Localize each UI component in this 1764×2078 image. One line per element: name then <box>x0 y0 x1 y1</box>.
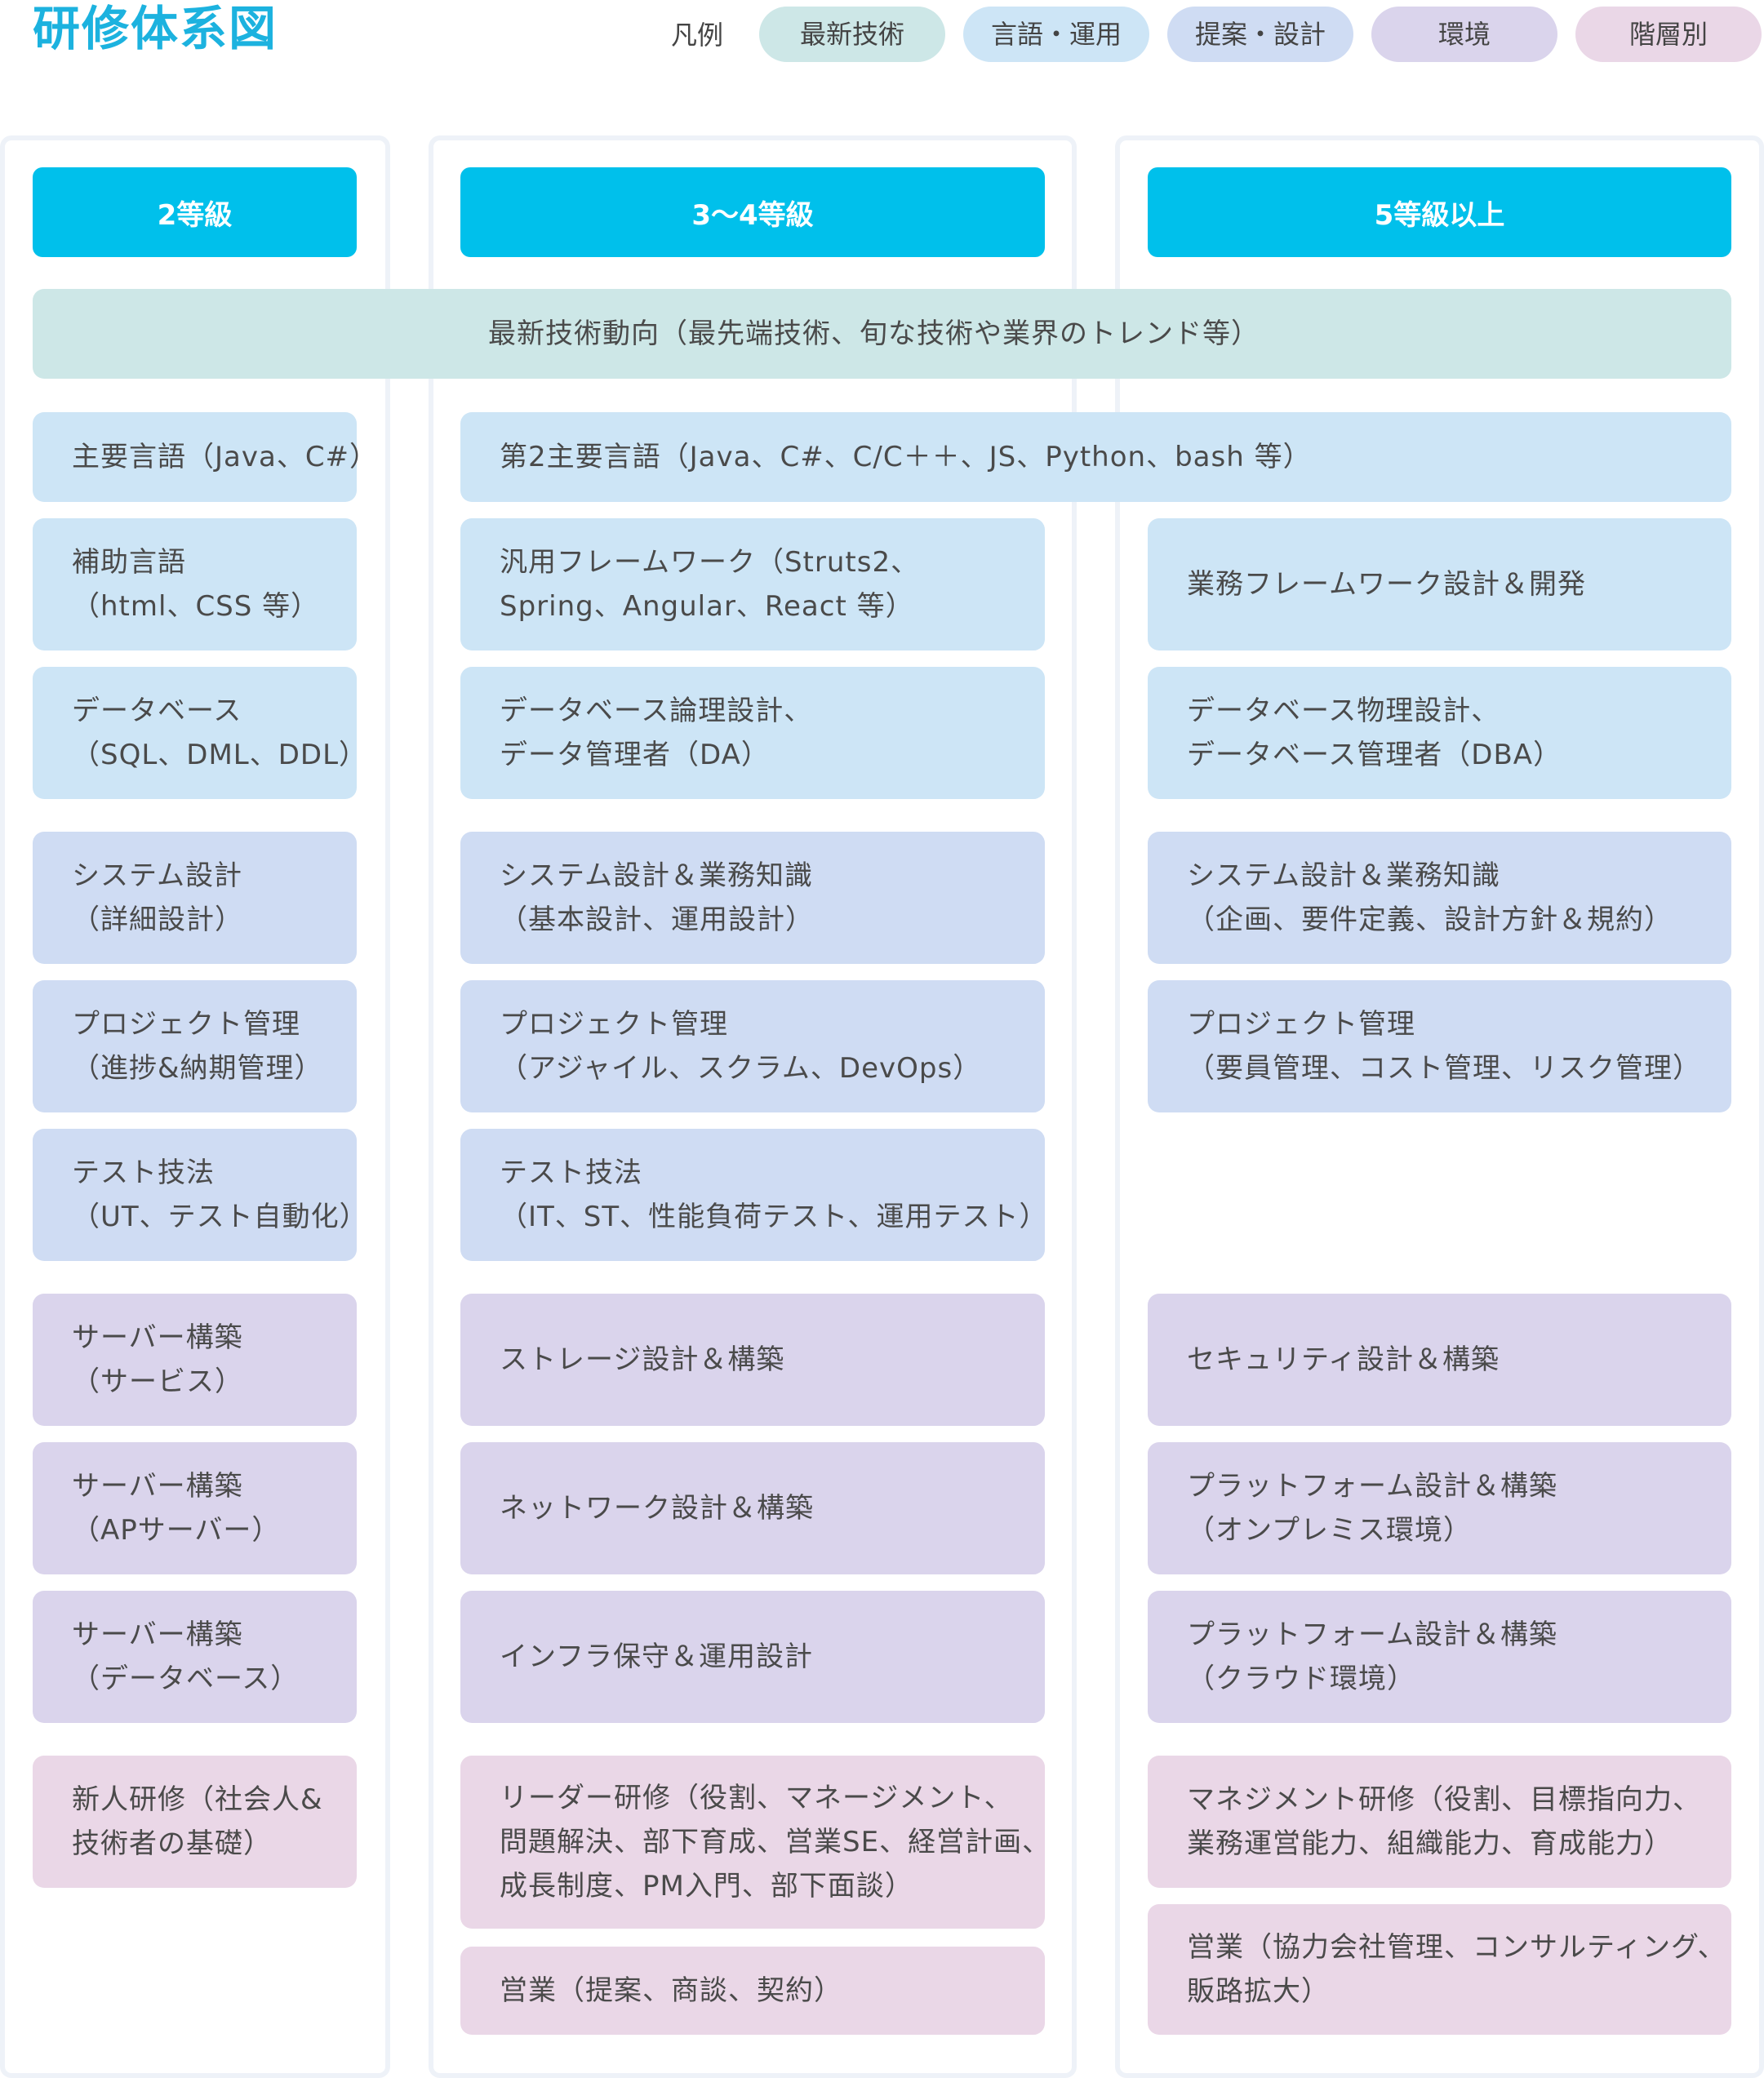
box-line: プラットフォーム設計＆構築 <box>1187 1470 1557 1503</box>
box-line: 営業（協力会社管理、コンサルティング、 <box>1187 1931 1726 1964</box>
box-line: 業務運営能力、組織能力、育成能力） <box>1187 1827 1673 1860</box>
legend-label: 凡例 <box>671 20 724 51</box>
grade5-platform-cloud: プラットフォーム設計＆構築 （クラウド環境） <box>1148 1591 1731 1723</box>
box-line: 補助言語 <box>72 546 186 579</box>
box-line: 販路拡大） <box>1187 1975 1330 2008</box>
box-line: データベース物理設計、 <box>1187 695 1500 727</box>
grade2-database: データベース （SQL、DML、DDL） <box>33 667 368 799</box>
box-line: データベース論理設計、 <box>500 695 813 727</box>
box-line: （データベース） <box>72 1663 300 1695</box>
box-line: （基本設計、運用設計） <box>500 904 814 936</box>
grade34-system-design: システム設計＆業務知識 （基本設計、運用設計） <box>460 832 1045 964</box>
box-line: マネジメント研修（役割、目標指向力、 <box>1187 1783 1701 1816</box>
grade34-network-design: ネットワーク設計＆構築 <box>460 1442 1045 1574</box>
grade5-business-framework: 業務フレームワーク設計＆開発 <box>1148 518 1731 650</box>
grade2-system-design: システム設計 （詳細設計） <box>33 832 357 964</box>
box-line: 業務フレームワーク設計＆開発 <box>1187 568 1586 601</box>
grade34-db-logical-design: データベース論理設計、 データ管理者（DA） <box>460 667 1045 799</box>
box-line: 成長制度、PM入門、部下面談） <box>500 1870 913 1903</box>
box-line: （APサーバー） <box>72 1514 281 1547</box>
box-line: 主要言語（Java、C#） <box>72 441 379 473</box>
box-line: （進捗&納期管理） <box>72 1052 323 1085</box>
banner-text: 最新技術動向（最先端技術、旬な技術や業界のトレンド等） <box>488 317 1260 350</box>
grade2-main-language: 主要言語（Java、C#） <box>33 412 379 502</box>
box-line: インフラ保守＆運用設計 <box>500 1641 813 1673</box>
grade2-server-ap: サーバー構築 （APサーバー） <box>33 1442 357 1574</box>
box-line: （サービス） <box>72 1365 243 1398</box>
box-line: 営業（提案、商談、契約） <box>500 1974 842 2007</box>
grade34-general-framework: 汎用フレームワーク（Struts2、 Spring、Angular、React … <box>460 518 1045 650</box>
box-line: システム設計＆業務知識 <box>1187 859 1500 892</box>
grade2-server-database: サーバー構築 （データベース） <box>33 1591 357 1723</box>
legend-by-level: 階層別 <box>1575 7 1762 62</box>
grade2-server-service: サーバー構築 （サービス） <box>33 1294 357 1426</box>
box-line: データベース <box>72 695 242 727</box>
box-line: 新人研修（社会人& <box>72 1783 323 1816</box>
legend-latest-tech: 最新技術 <box>759 7 945 62</box>
box-line: Spring、Angular、React 等） <box>500 590 914 623</box>
box-line: （SQL、DML、DDL） <box>72 739 368 771</box>
grade5-system-design: システム設計＆業務知識 （企画、要件定義、設計方針＆規約） <box>1148 832 1731 964</box>
grade34-leader-training: リーダー研修（役割、マネージメント、 問題解決、部下育成、営業SE、経営計画、 … <box>460 1756 1051 1929</box>
grade2-project-management: プロジェクト管理 （進捗&納期管理） <box>33 980 357 1112</box>
box-line: プラットフォーム設計＆構築 <box>1187 1618 1557 1651</box>
grade5-management-training: マネジメント研修（役割、目標指向力、 業務運営能力、組織能力、育成能力） <box>1148 1756 1731 1888</box>
grade34-second-main-language: 第2主要言語（Java、C#、C/C＋＋、JS、Python、bash 等） <box>460 412 1731 502</box>
box-line: テスト技法 <box>72 1157 215 1189</box>
box-line: システム設計 <box>72 859 242 892</box>
box-line: セキュリティ設計＆構築 <box>1187 1343 1500 1376</box>
latest-tech-trends-banner: 最新技術動向（最先端技術、旬な技術や業界のトレンド等） <box>33 289 1731 379</box>
grade5-platform-onprem: プラットフォーム設計＆構築 （オンプレミス環境） <box>1148 1442 1731 1574</box>
box-line: テスト技法 <box>500 1157 642 1189</box>
box-line: （要員管理、コスト管理、リスク管理） <box>1187 1052 1701 1085</box>
grade5-project-management: プロジェクト管理 （要員管理、コスト管理、リスク管理） <box>1148 980 1731 1112</box>
box-line: 技術者の基礎） <box>72 1827 272 1860</box>
grade5-sales: 営業（協力会社管理、コンサルティング、 販路拡大） <box>1148 1904 1731 2035</box>
grade2-new-hire-training: 新人研修（社会人& 技術者の基礎） <box>33 1756 357 1888</box>
box-line: （UT、テスト自動化） <box>72 1201 368 1233</box>
box-line: サーバー構築 <box>72 1618 243 1651</box>
box-line: （詳細設計） <box>72 904 243 936</box>
header-grade-3-4: 3〜4等級 <box>460 167 1045 257</box>
legend-language-operation: 言語・運用 <box>963 7 1149 62</box>
grade34-storage-design: ストレージ設計＆構築 <box>460 1294 1045 1426</box>
box-line: ストレージ設計＆構築 <box>500 1343 785 1376</box>
grade34-project-management: プロジェクト管理 （アジャイル、スクラム、DevOps） <box>460 980 1045 1112</box>
box-line: サーバー構築 <box>72 1470 243 1503</box>
legend-proposal-design: 提案・設計 <box>1167 7 1353 62</box>
box-line: （アジャイル、スクラム、DevOps） <box>500 1052 982 1085</box>
header-grade-2: 2等級 <box>33 167 357 257</box>
box-line: 問題解決、部下育成、営業SE、経営計画、 <box>500 1826 1051 1858</box>
box-line: システム設計＆業務知識 <box>500 859 813 892</box>
box-line: プロジェクト管理 <box>1187 1008 1415 1041</box>
box-line: （企画、要件定義、設計方針＆規約） <box>1187 904 1673 936</box>
box-line: （オンプレミス環境） <box>1187 1514 1472 1547</box>
box-line: （html、CSS 等） <box>72 590 320 623</box>
header-grade-5: 5等級以上 <box>1148 167 1731 257</box>
box-line: プロジェクト管理 <box>72 1008 300 1041</box>
box-line: （IT、ST、性能負荷テスト、運用テスト） <box>500 1201 1048 1233</box>
box-line: サーバー構築 <box>72 1321 243 1354</box>
grade5-db-physical-design: データベース物理設計、 データベース管理者（DBA） <box>1148 667 1731 799</box>
legend-environment: 環境 <box>1371 7 1557 62</box>
grade34-test-techniques: テスト技法 （IT、ST、性能負荷テスト、運用テスト） <box>460 1129 1048 1261</box>
box-line: データ管理者（DA） <box>500 739 770 771</box>
box-line: プロジェクト管理 <box>500 1008 728 1041</box>
box-line: 第2主要言語（Java、C#、C/C＋＋、JS、Python、bash 等） <box>500 441 1312 473</box>
grade34-sales: 営業（提案、商談、契約） <box>460 1947 1045 2035</box>
box-line: 汎用フレームワーク（Struts2、 <box>500 546 920 579</box>
page-title: 研修体系図 <box>33 1 278 56</box>
box-line: データベース管理者（DBA） <box>1187 739 1562 771</box>
box-line: （クラウド環境） <box>1187 1663 1415 1695</box>
box-line: リーダー研修（役割、マネージメント、 <box>500 1782 1013 1814</box>
grade5-security-design: セキュリティ設計＆構築 <box>1148 1294 1731 1426</box>
box-line: ネットワーク設計＆構築 <box>500 1492 814 1525</box>
grade2-test-techniques: テスト技法 （UT、テスト自動化） <box>33 1129 368 1261</box>
grade34-infra-maintenance: インフラ保守＆運用設計 <box>460 1591 1045 1723</box>
grade2-auxiliary-language: 補助言語 （html、CSS 等） <box>33 518 357 650</box>
